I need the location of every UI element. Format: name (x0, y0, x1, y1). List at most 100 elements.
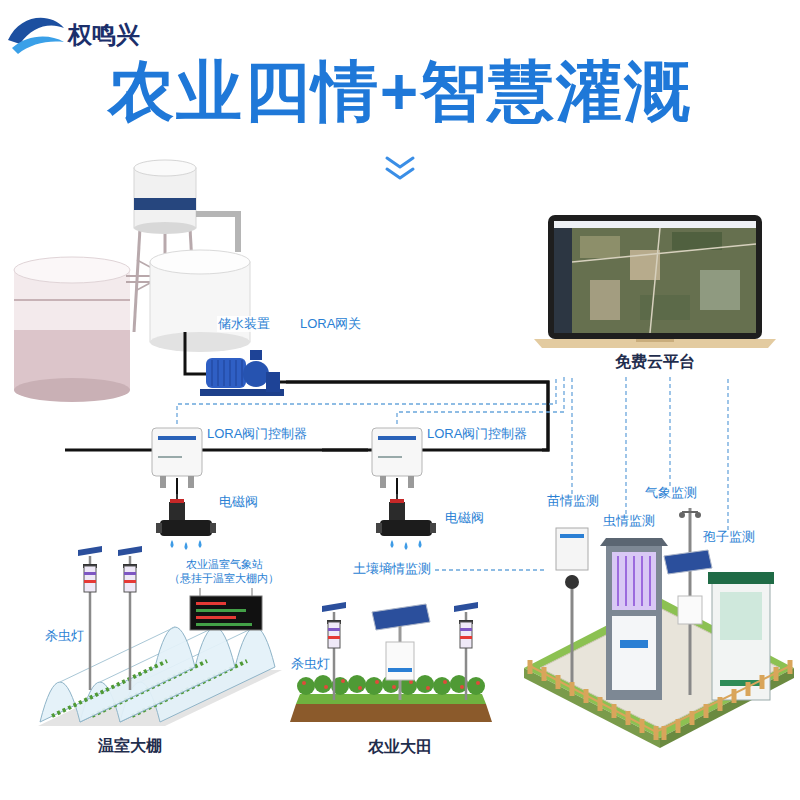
water-drops (391, 540, 394, 548)
laptop (640, 295, 690, 320)
crop-field (314, 675, 332, 693)
node-label: 虫情监测 (602, 514, 656, 530)
laptop (534, 215, 776, 348)
logo-icon (12, 37, 64, 54)
water-drops (171, 540, 422, 550)
node-label: 电磁阀 (218, 494, 259, 510)
water-tower (134, 160, 196, 176)
valve-device (390, 499, 404, 503)
crop-field (467, 677, 485, 695)
laptop (554, 221, 756, 228)
crop-field (341, 679, 345, 683)
insect-lamp-figure (124, 566, 136, 592)
crop-field (392, 685, 396, 689)
water-tower (134, 228, 140, 332)
water-pump (250, 350, 262, 360)
controller-device (408, 476, 414, 488)
controller-device (160, 476, 166, 488)
crop-camera (565, 575, 579, 589)
weather-mast (664, 550, 712, 574)
page-title: 农业四情+智慧灌溉 (0, 54, 800, 130)
crop-camera (571, 575, 574, 690)
lora-link (435, 569, 544, 570)
label-anchor: LORA网关 (300, 316, 361, 332)
wooden-fence (664, 660, 790, 740)
logo-icon (8, 18, 64, 54)
insect-lamp-figure (460, 628, 472, 631)
controller-device (380, 476, 386, 488)
led-display (190, 588, 262, 630)
crop-field (433, 677, 451, 695)
control-wire (396, 478, 398, 494)
valve-device (210, 523, 216, 533)
insect-lamp-figure (328, 628, 340, 631)
pest-cabinet (620, 640, 648, 648)
wooden-fence (530, 666, 790, 732)
crop-field (348, 675, 366, 693)
solenoid-valve: 电磁阀 (380, 494, 510, 552)
laptop (672, 232, 722, 250)
crop-field (460, 685, 464, 689)
greenhouse-tunnels (52, 661, 167, 716)
insect-lamp-figure (454, 602, 478, 612)
node-label: 杀虫灯 (44, 628, 85, 644)
crop-field (426, 686, 430, 690)
water-pump (243, 361, 269, 387)
water-pump (200, 350, 284, 396)
insect-lamp-figure (118, 546, 142, 556)
lora-link (727, 376, 728, 530)
scroll-chevron (387, 169, 413, 178)
greenhouse-weather-station: 农业温室气象站 （悬挂于温室大棚内） (166, 558, 282, 634)
component-label: LORA网关 (300, 316, 361, 332)
storage-tank (14, 257, 130, 283)
led-display (196, 602, 226, 605)
label-anchor: 权鸣兴 (68, 20, 140, 50)
controller-device (158, 436, 196, 440)
insect-lamp-figure (78, 546, 102, 556)
node-label: 农业大田 (367, 737, 433, 757)
node-label: 气象监测 (644, 486, 698, 502)
pest-cabinet (600, 538, 668, 546)
pest-cabinet (618, 556, 650, 606)
water-pipe (322, 449, 368, 452)
controller-device (378, 456, 402, 458)
main-pipe (65, 382, 548, 450)
spore-cabinet (720, 592, 762, 640)
led-display (196, 616, 236, 619)
controller-device (152, 428, 202, 476)
crop-field (290, 675, 492, 722)
weather-mast (679, 512, 685, 518)
led-display (196, 609, 246, 612)
node-label: 温室大棚 (97, 736, 163, 756)
water-pipe (286, 382, 548, 450)
water-tower (134, 168, 196, 228)
crop-field (324, 685, 328, 689)
weather-mast (678, 596, 702, 624)
laptop (554, 221, 756, 333)
greenhouse-tunnels (38, 627, 282, 726)
controller-device (158, 456, 182, 458)
valve-device (156, 494, 436, 536)
valve-controller: LORA阀门控制器 (148, 424, 322, 478)
soil-station (388, 668, 412, 672)
crop-field (416, 675, 434, 693)
laptop (636, 339, 674, 342)
scroll-chevron (387, 158, 413, 167)
laptop (700, 270, 740, 310)
insect-lamp-figure (124, 572, 136, 575)
water-drops (405, 542, 408, 550)
crop-field (409, 680, 413, 684)
crop-field (476, 681, 480, 685)
weather-monitor: 气象监测 (640, 486, 701, 504)
wooden-fence (530, 660, 790, 740)
lora-link (625, 376, 626, 514)
pest-monitor: 虫情监测 (600, 514, 659, 532)
led-display (190, 596, 262, 630)
laptop (534, 339, 776, 348)
insect-lamp-figure (84, 580, 96, 583)
node-label: 苗情监测 (546, 494, 600, 510)
valve-controller: LORA阀门控制器 (368, 424, 542, 478)
water-pump (266, 372, 280, 392)
